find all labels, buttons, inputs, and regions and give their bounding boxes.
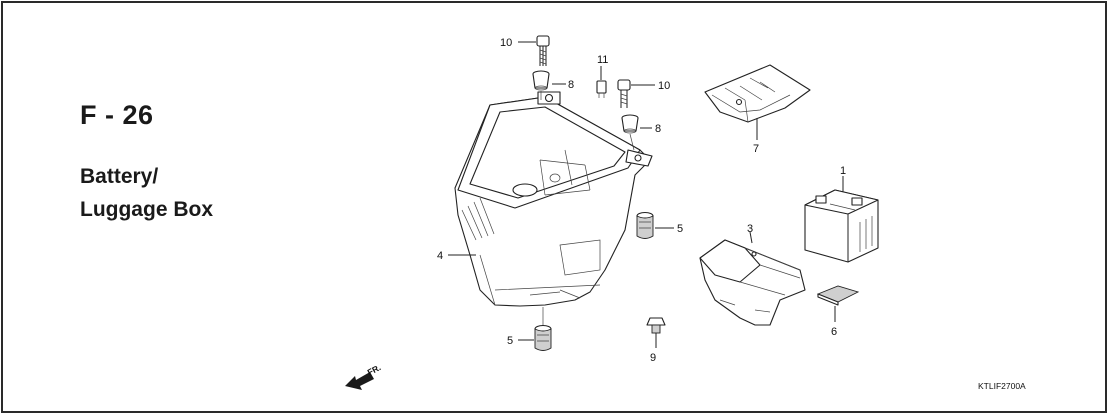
bolt-part-10-upper <box>518 35 550 66</box>
grommet-part-5-right <box>636 211 674 239</box>
front-direction-arrow-icon <box>345 372 374 390</box>
battery-pad-part-6 <box>816 285 860 322</box>
figure-title-line-2: Luggage Box <box>80 198 214 221</box>
callout-10-right: 10 <box>658 80 670 92</box>
figure-title: Battery/ Luggage Box <box>80 160 213 226</box>
figure-title-line-1: Battery/ <box>80 165 159 188</box>
callout-5-right: 5 <box>677 223 683 235</box>
collar-part-8-right <box>621 114 652 151</box>
luggage-box-part <box>454 91 653 307</box>
collar-part-8-upper <box>532 70 566 100</box>
callout-10-upper: 10 <box>500 37 512 49</box>
battery-part-1 <box>804 176 879 263</box>
callout-8-right: 8 <box>655 123 661 135</box>
callout-6: 6 <box>831 326 837 338</box>
callout-4: 4 <box>437 250 443 262</box>
document-pouch-part-7 <box>704 64 811 140</box>
battery-cover-part-3 <box>699 231 806 326</box>
reference-code: KTLIF2700A <box>978 381 1026 391</box>
figure-code: F - 26 <box>80 100 154 130</box>
callout-5-lower: 5 <box>507 335 513 347</box>
callout-9: 9 <box>650 352 656 364</box>
fuse-part-11 <box>596 66 607 98</box>
grommet-part-5-lower <box>518 307 552 351</box>
callout-8-upper: 8 <box>568 79 574 91</box>
direction-label: FR. <box>366 362 383 377</box>
callout-7: 7 <box>753 143 759 155</box>
clip-part-9 <box>646 317 666 348</box>
bolt-part-10-right <box>617 79 655 108</box>
callout-1: 1 <box>840 165 846 177</box>
callout-3: 3 <box>747 223 753 235</box>
callout-11: 11 <box>597 54 608 66</box>
